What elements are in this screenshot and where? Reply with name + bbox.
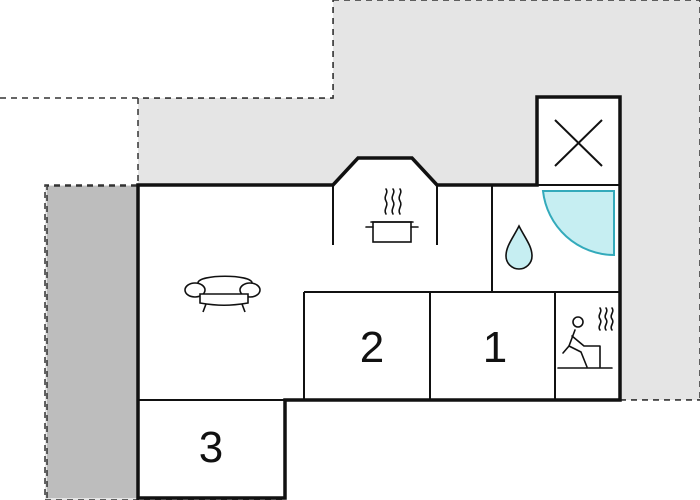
bottom-white-area bbox=[285, 400, 700, 500]
covered-area bbox=[47, 186, 138, 498]
building-outline bbox=[136, 95, 622, 500]
cooking-pot-icon bbox=[365, 188, 419, 243]
bedroom-1-number: 1 bbox=[483, 323, 507, 372]
cross-box-icon bbox=[554, 119, 603, 167]
terrace-area-left bbox=[0, 0, 333, 98]
terrace-top-left-border bbox=[0, 0, 334, 99]
shower-icon bbox=[541, 190, 615, 257]
sauna-icon bbox=[557, 307, 614, 369]
sofa-icon bbox=[184, 275, 261, 313]
water-drop-icon bbox=[505, 224, 533, 270]
bedroom-3-number: 3 bbox=[199, 423, 223, 472]
interior-walls bbox=[138, 184, 620, 401]
covered-area-border bbox=[46, 185, 138, 498]
bedroom-2-number: 2 bbox=[360, 323, 384, 372]
